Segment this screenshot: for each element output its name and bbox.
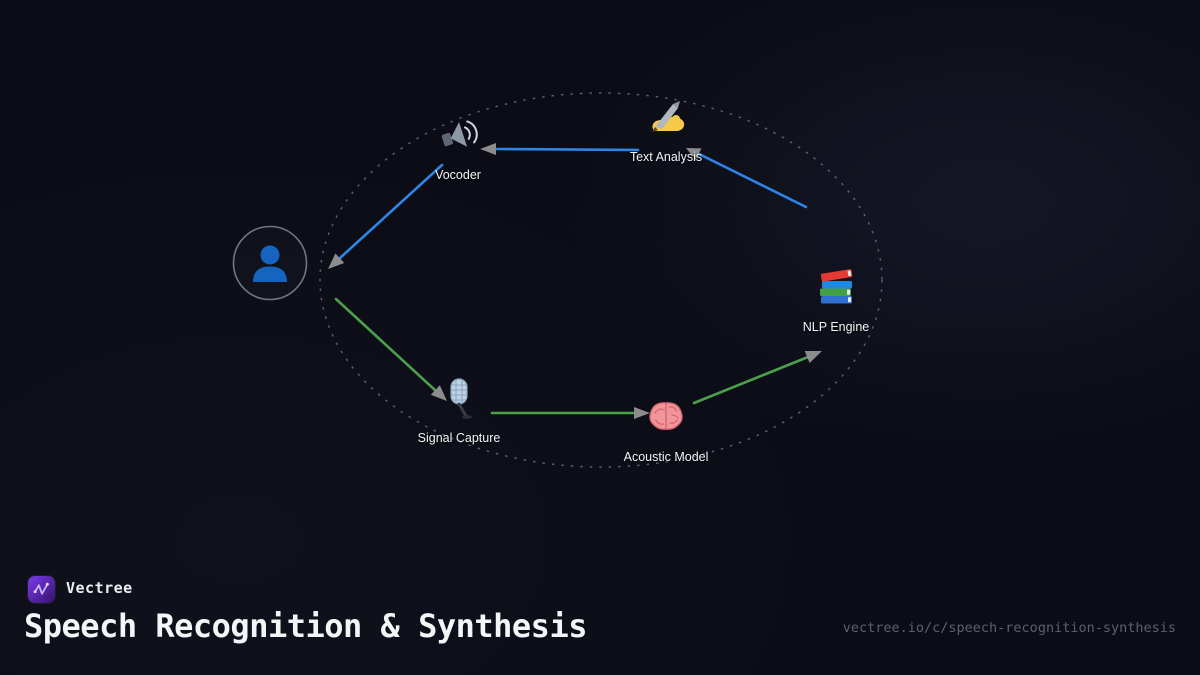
edge-signal-capture-to-acoustic-model-arrowhead (634, 407, 650, 419)
edge-text-analysis-to-vocoder-line (495, 147, 640, 152)
edge-vocoder-to-user-arrowhead (328, 253, 345, 269)
books-icon (820, 269, 853, 304)
edge-nlp-engine-to-text-analysis-line (697, 152, 808, 209)
loudspeaker-icon (441, 120, 478, 147)
brain-icon (649, 402, 683, 430)
node-label: Signal Capture (417, 431, 501, 445)
microphone-icon (450, 378, 472, 419)
edge-user-to-signal-capture-line (334, 297, 438, 393)
page-title: Speech Recognition & Synthesis (24, 607, 587, 645)
node-label: Acoustic Model (623, 450, 709, 464)
node-label: Text Analysis (629, 150, 703, 164)
vectree-logo-icon (33, 582, 49, 595)
brand-logo (28, 576, 55, 603)
edge-acoustic-model-to-nlp-engine-line (692, 355, 810, 405)
user-node (230, 223, 310, 303)
node-vocoder: Vocoder (388, 111, 528, 182)
page-url: vectree.io/c/speech-recognition-synthesi… (842, 620, 1176, 636)
edge-text-analysis-to-vocoder-arrowhead (480, 143, 496, 155)
orbit-dashed-ellipse (319, 92, 883, 468)
footer: Vectree Speech Recognition & Synthesis v… (0, 565, 1200, 675)
node-acoustic-model: Acoustic Model (596, 393, 736, 464)
node-label: Vocoder (435, 168, 481, 182)
writing-hand-icon (652, 101, 685, 132)
person-icon (232, 225, 308, 301)
edge-acoustic-model-to-nlp-engine-arrowhead (804, 351, 822, 363)
edge-vocoder-to-user-line (338, 163, 444, 260)
node-label: NLP Engine (802, 320, 870, 334)
node-nlp-engine: NLP Engine (766, 263, 906, 334)
node-signal-capture: Signal Capture (389, 374, 529, 445)
edge-nlp-engine-to-text-analysis-arrowhead (686, 148, 702, 160)
brand-name: Vectree (66, 579, 133, 597)
node-text-analysis: Text Analysis (596, 93, 736, 164)
edge-user-to-signal-capture-arrowhead (430, 385, 447, 401)
